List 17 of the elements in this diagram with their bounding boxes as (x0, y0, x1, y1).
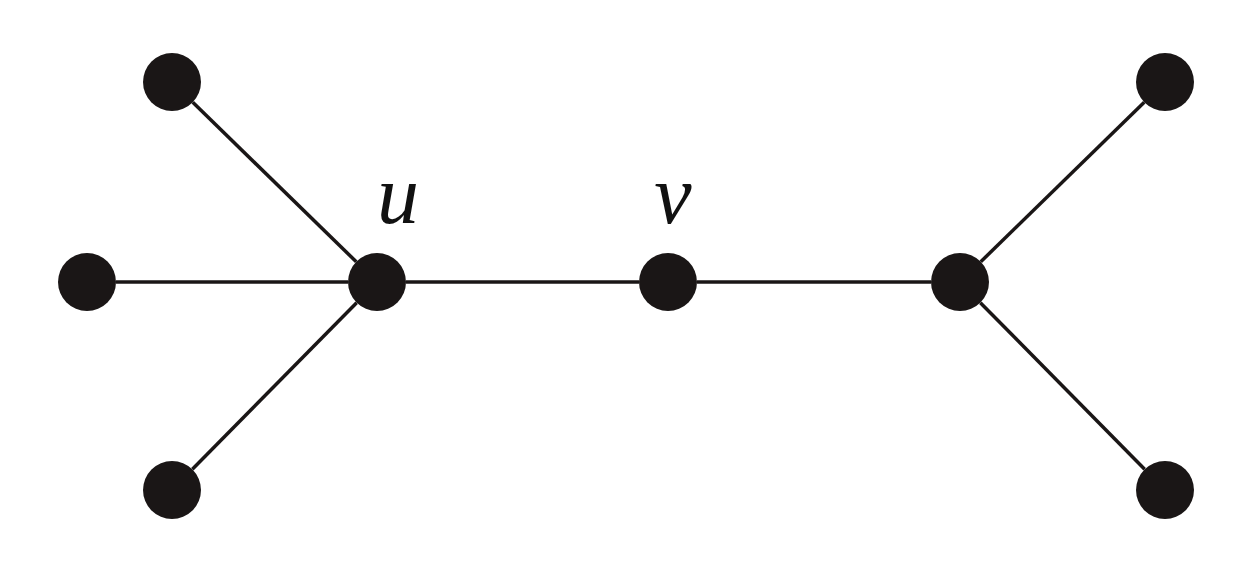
vertex-dot (931, 253, 989, 311)
vertex-label: v (654, 153, 692, 237)
vertex-dot (348, 253, 406, 311)
vertex-dot (639, 253, 697, 311)
vertex-dot (143, 53, 201, 111)
edge-line (116, 280, 348, 284)
edge-line (979, 101, 1146, 263)
edge-line (406, 280, 639, 284)
edge-line (191, 301, 358, 471)
vertex-dot (1136, 53, 1194, 111)
vertex-dot (58, 253, 116, 311)
edge-line (979, 301, 1146, 471)
edge-line (191, 101, 358, 263)
vertex-dot (143, 461, 201, 519)
vertex-dot (1136, 461, 1194, 519)
edge-line (697, 280, 931, 284)
vertex-label: u (377, 153, 419, 237)
